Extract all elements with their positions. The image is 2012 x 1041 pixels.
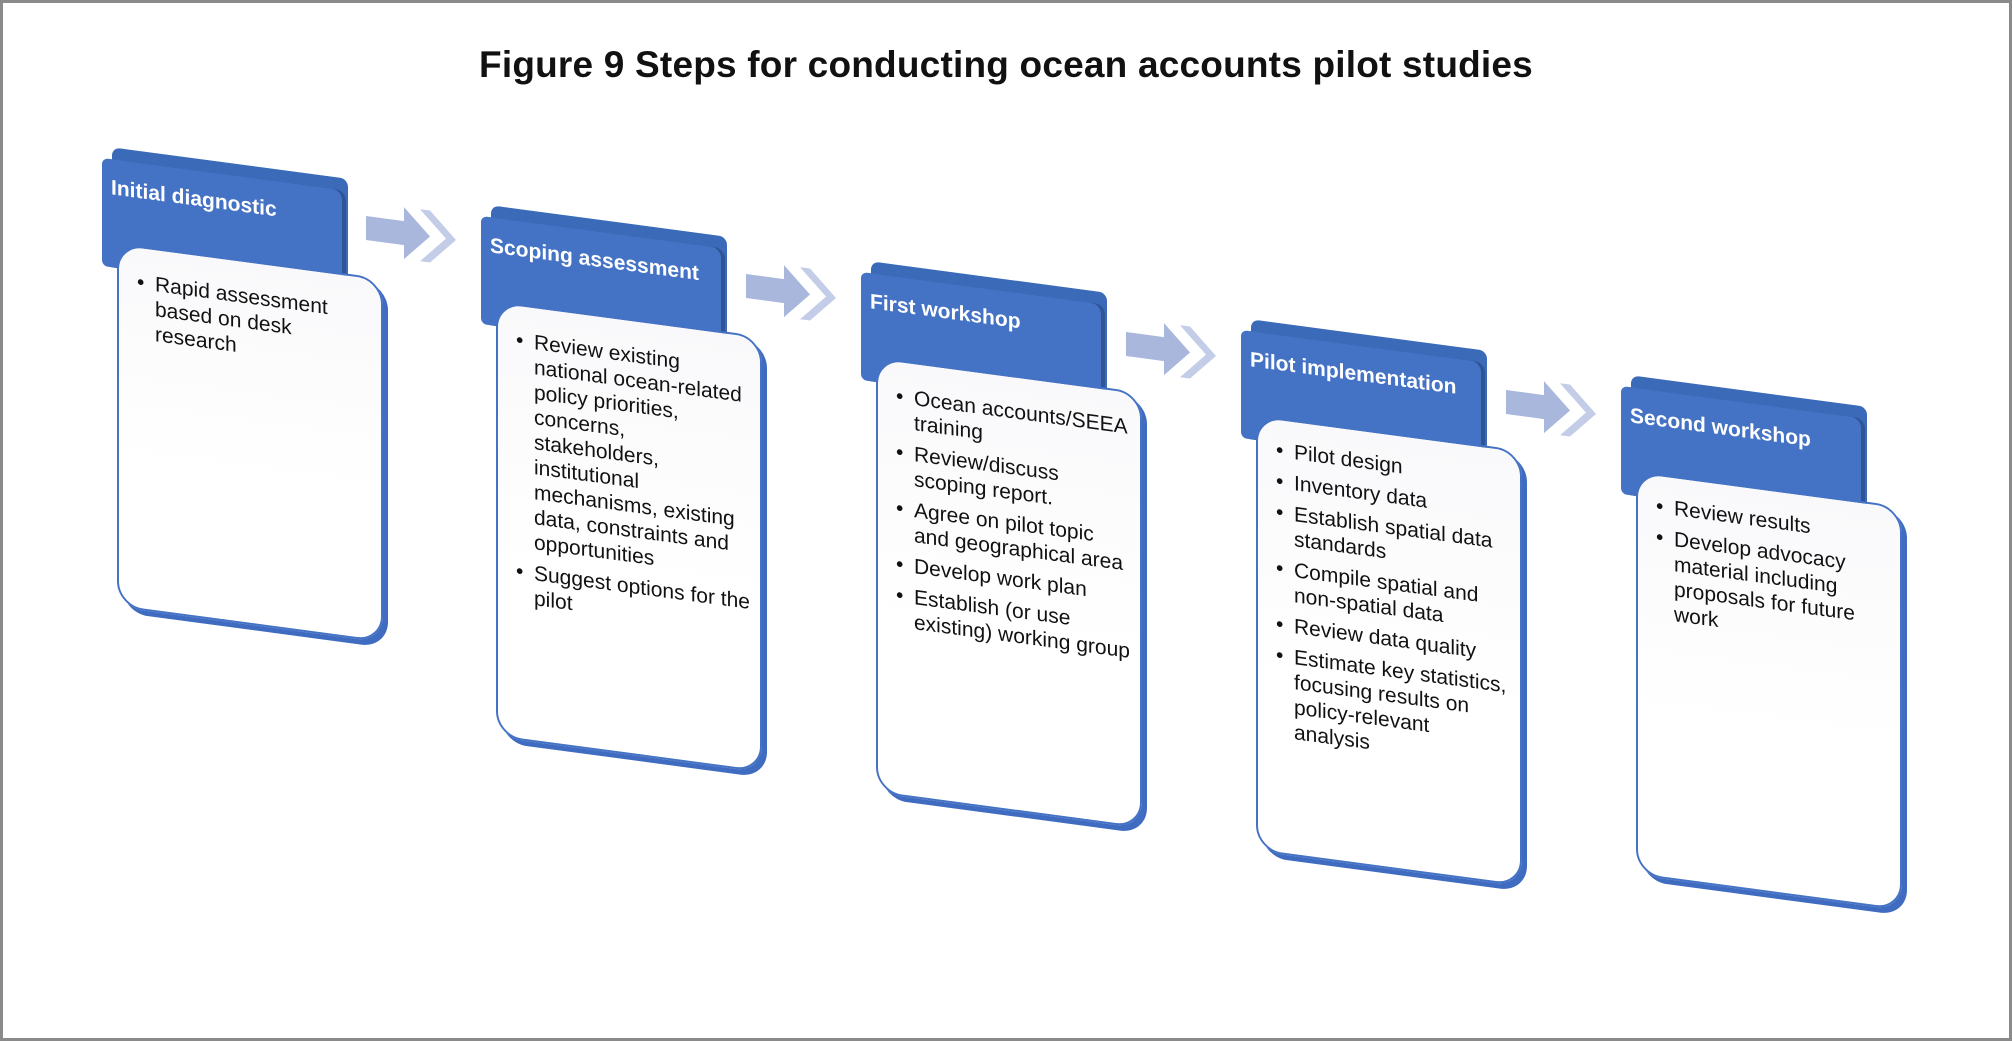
step-body: Ocean accounts/SEEA training Review/disc… (876, 357, 1142, 829)
figure-title: Figure 9 Steps for conducting ocean acco… (479, 44, 1533, 85)
step-scoping-assessment: Scoping assessment Review existing natio… (481, 205, 773, 795)
step-bullet-list: Review existing national ocean-related p… (498, 303, 760, 641)
right-arrow-icon (1506, 372, 1600, 445)
right-arrow-icon (366, 198, 460, 271)
step-body: Rapid assessment based on desk research (117, 243, 383, 643)
right-arrow-icon (746, 256, 840, 329)
step-body: Review existing national ocean-related p… (496, 301, 762, 773)
step-bullet: Review existing national ocean-related p… (516, 328, 750, 584)
step-bullet-list: Review results Develop advocacy material… (1638, 473, 1900, 657)
step-bullet-list: Pilot design Inventory data Establish sp… (1258, 417, 1520, 775)
step-bullet: Rapid assessment based on desk research (137, 270, 371, 376)
step-first-workshop: First workshop Ocean accounts/SEEA train… (861, 261, 1153, 851)
right-arrow-icon (1126, 314, 1220, 387)
step-bullet-list: Ocean accounts/SEEA training Review/disc… (878, 359, 1140, 665)
step-body: Pilot design Inventory data Establish sp… (1256, 415, 1522, 887)
step-body: Review results Develop advocacy material… (1636, 471, 1902, 911)
step-second-workshop: Second workshop Review results Develop a… (1621, 375, 1913, 965)
step-initial-diagnostic: Initial diagnostic Rapid assessment base… (102, 147, 394, 737)
step-pilot-implementation: Pilot implementation Pilot design Invent… (1241, 319, 1533, 909)
